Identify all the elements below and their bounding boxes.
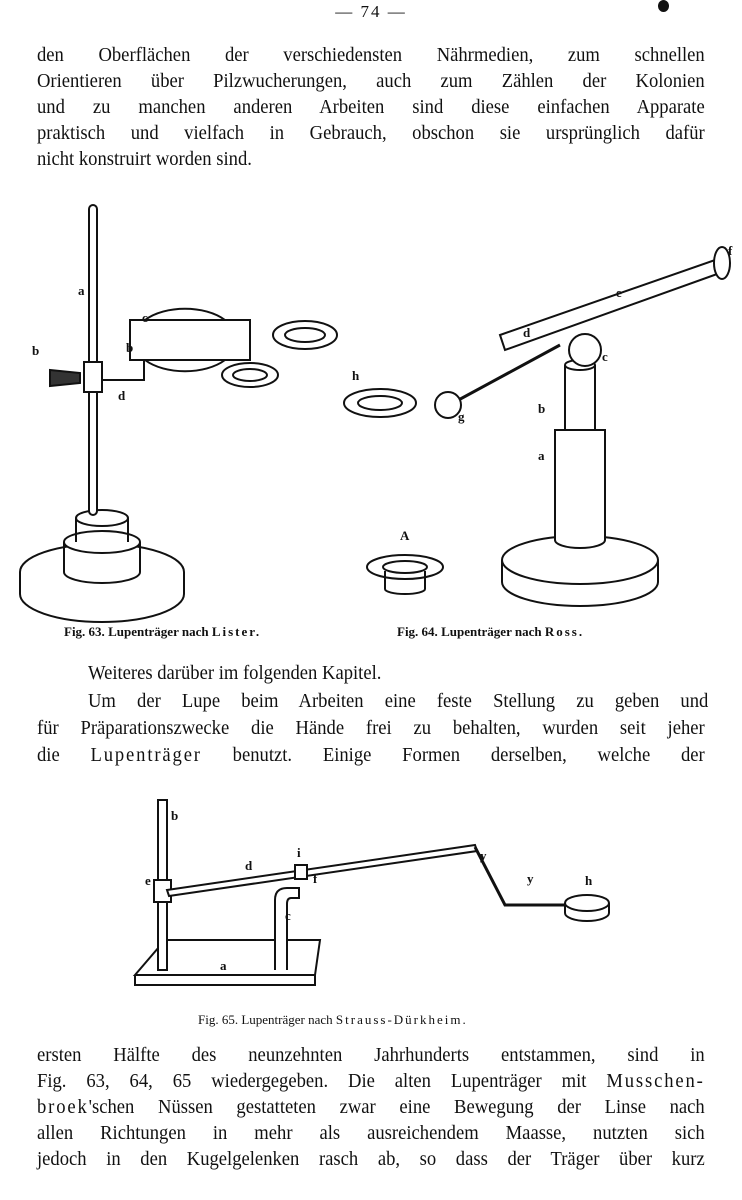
- label-i: i: [297, 845, 301, 860]
- figure-63-caption: Fig. 63. Lupenträger nach Lister.: [64, 624, 262, 639]
- arm-rod: [165, 843, 479, 898]
- label-h: h: [352, 368, 360, 383]
- ball-joint: [568, 333, 602, 367]
- label-b2: b: [126, 340, 133, 355]
- label-c: c: [142, 310, 148, 325]
- label-f: f: [728, 243, 733, 258]
- label-a: a: [78, 283, 85, 298]
- label-c: c: [602, 349, 608, 364]
- label-d: d: [245, 858, 253, 873]
- text-line: Um der Lupe beim Arbeiten eine feste Ste…: [88, 690, 709, 712]
- label-c: c: [285, 908, 291, 923]
- text-line: broek'schen Nüssen gestatteten zwar eine…: [37, 1096, 705, 1118]
- text-line: nicht konstruirt worden sind.: [37, 148, 252, 170]
- label-A: A: [400, 528, 410, 543]
- label-y: y: [480, 848, 487, 863]
- label-e: e: [616, 285, 622, 300]
- figure-64-caption: Fig. 64. Lupenträger nach Ross.: [397, 624, 585, 639]
- figure-65-illustration: b e d i f c a y y h: [132, 799, 610, 986]
- text-line: und zu manchen anderen Arbeiten sind die…: [37, 96, 705, 118]
- label-h: h: [585, 873, 593, 888]
- label-b: b: [538, 401, 545, 416]
- lens-ring: [272, 320, 338, 350]
- label-a: a: [220, 958, 227, 973]
- arm-tube: [498, 258, 722, 352]
- label-e: e: [145, 873, 151, 888]
- lens-A: [366, 554, 444, 580]
- text-line: Weiteres darüber im folgenden Kapitel.: [88, 662, 382, 684]
- lens: [564, 894, 610, 912]
- label-g: g: [458, 409, 465, 424]
- text-line: die Lupenträger benutzt. Einige Formen d…: [37, 744, 705, 766]
- label-d: d: [523, 325, 531, 340]
- label-f: f: [313, 871, 318, 886]
- text-line: jedoch in den Kugelgelenken rasch ab, so…: [37, 1148, 705, 1170]
- label-y2: y: [527, 871, 534, 886]
- label-a: a: [538, 448, 545, 463]
- text-line: den Oberflächen der verschiedensten Nähr…: [37, 44, 705, 66]
- upright-rod: [88, 204, 98, 516]
- text-line: Fig. 63, 64, 65 wiedergegeben. Die alten…: [37, 1070, 705, 1092]
- text-line: allen Richtungen in mehr als ausreichend…: [37, 1122, 705, 1144]
- base-board: [132, 939, 322, 976]
- text-line: Orientieren über Pilzwucherungen, auch z…: [37, 70, 705, 92]
- text-line: praktisch und vielfach in Gebrauch, obsc…: [37, 122, 705, 144]
- ink-spot: [658, 0, 669, 12]
- page-number: — 74 —: [335, 2, 407, 21]
- figure-63-illustration: a b c d b: [19, 204, 338, 623]
- text-line: für Präparationszwecke die Hände frei zu…: [37, 717, 705, 739]
- lens-ring: [343, 388, 417, 418]
- text-line: ersten Hälfte des neunzehnten Jahrhunder…: [37, 1044, 705, 1066]
- figure-65-caption: Fig. 65. Lupenträger nach Strauss-Dürkhe…: [198, 1012, 468, 1027]
- label-b: b: [171, 808, 178, 823]
- figure-64-illustration: f e d c h g b a A: [343, 243, 733, 607]
- label-b: b: [32, 343, 39, 358]
- label-d: d: [118, 388, 126, 403]
